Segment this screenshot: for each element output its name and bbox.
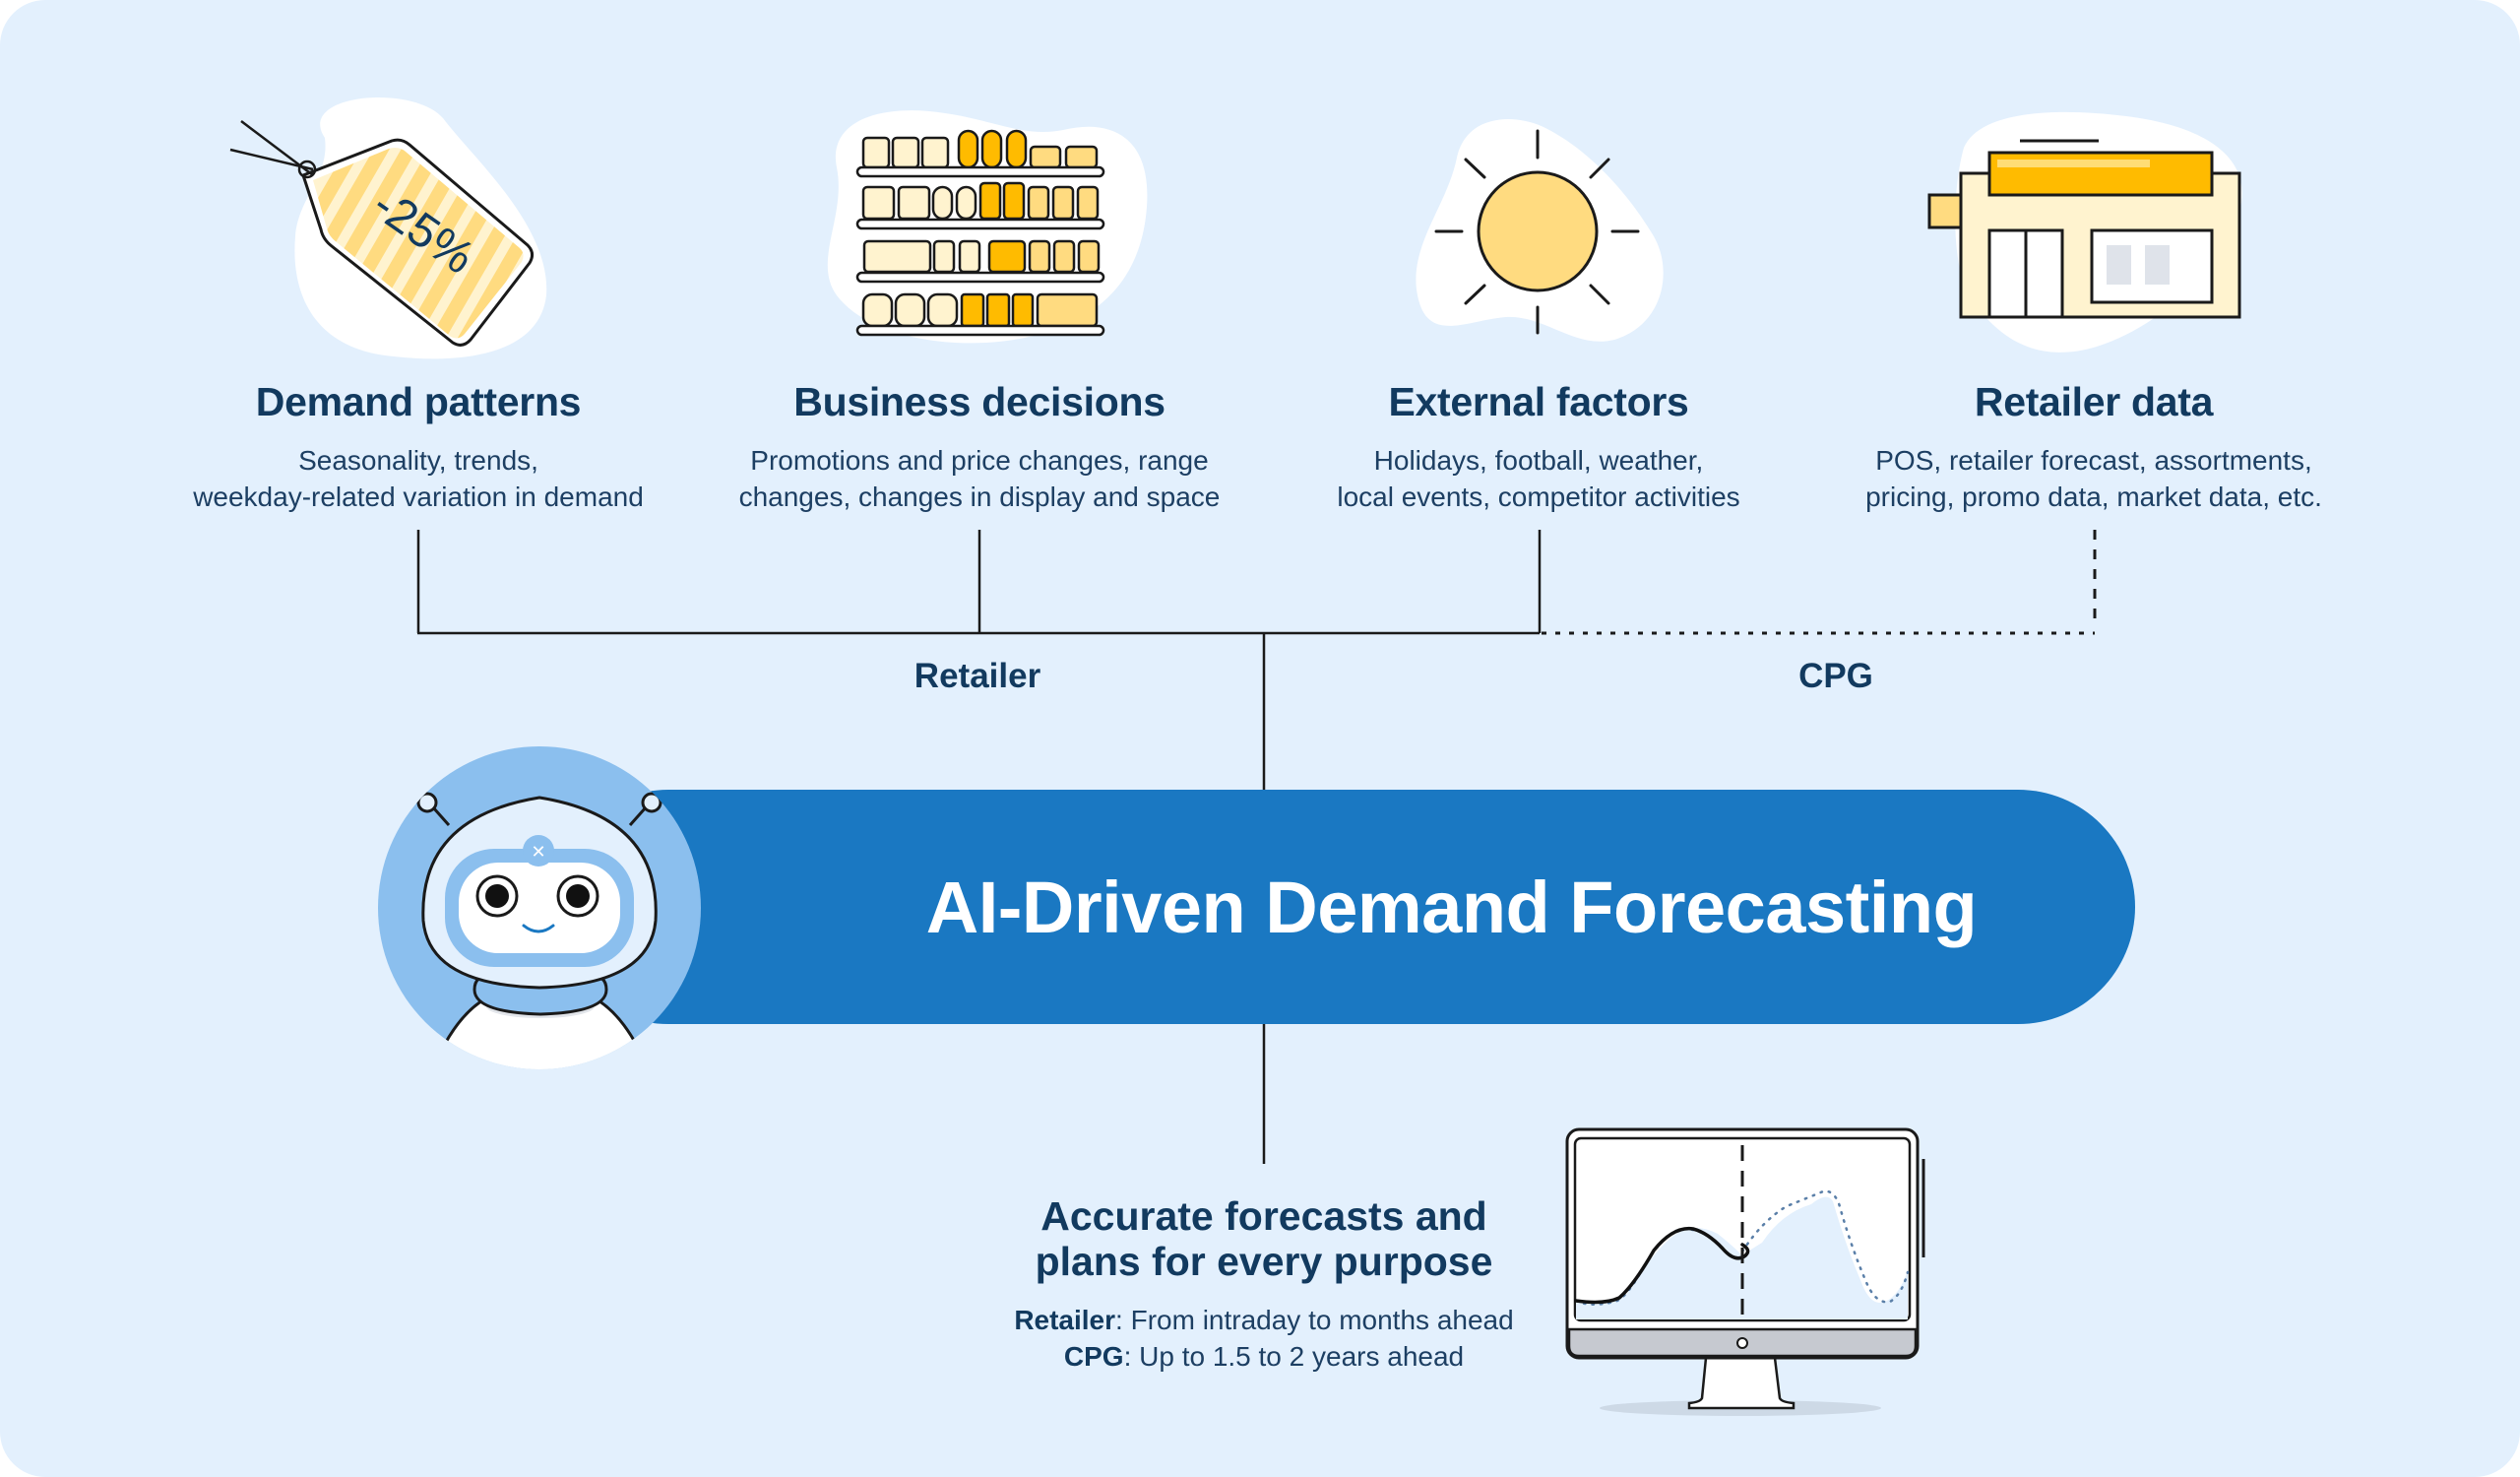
column-description-line: Promotions and price changes, range (750, 445, 1209, 476)
column-title: Business decisions (793, 379, 1166, 424)
output-title-line: Accurate forecasts and (1040, 1193, 1487, 1239)
cpg-dashed-connector (1542, 530, 2097, 635)
output-title: Accurate forecasts and plans for every p… (919, 1193, 1608, 1284)
column-title: Retailer data (1974, 379, 2214, 424)
sun-icon (1416, 119, 1664, 342)
forecasting-bar (551, 790, 2135, 1024)
column-title: Demand patterns (255, 379, 582, 424)
retailer-key: Retailer (1014, 1305, 1116, 1335)
store-shelves-icon (827, 110, 1148, 344)
column-title: External factors (1388, 379, 1689, 424)
column-description-line: changes, changes in display and space (738, 482, 1221, 512)
column-description-line: POS, retailer forecast, assortments, (1875, 445, 2312, 476)
robot-icon: ✕ (378, 746, 701, 1069)
column-description-line: local events, competitor activities (1337, 482, 1740, 512)
cpg-key: CPG (1063, 1341, 1124, 1372)
retailer-value: : From intraday to months ahead (1115, 1305, 1514, 1335)
cpg-value: : Up to 1.5 to 2 years ahead (1123, 1341, 1465, 1372)
column-description-line: Seasonality, trends, (298, 445, 538, 476)
store-building-icon (1927, 111, 2242, 353)
svg-text:✕: ✕ (531, 842, 545, 863)
output-retailer-horizon: Retailer: From intraday to months ahead (919, 1302, 1608, 1338)
output-cpg-horizon: CPG: Up to 1.5 to 2 years ahead (919, 1338, 1608, 1375)
cpg-branch-label: CPG (1798, 657, 1873, 695)
column-description-line: pricing, promo data, market data, etc. (1865, 482, 2322, 512)
output-title-line: plans for every purpose (1035, 1239, 1493, 1284)
column-description-line: Holidays, football, weather, (1373, 445, 1704, 476)
price-tag-icon: -25% (229, 96, 547, 359)
column-description-line: weekday-related variation in demand (193, 482, 644, 512)
connector-lines (416, 530, 1542, 1164)
central-title: AI-Driven Demand Forecasting (925, 866, 1978, 948)
retailer-branch-label: Retailer (914, 657, 1041, 695)
monitor-chart-icon (1565, 1127, 1925, 1416)
